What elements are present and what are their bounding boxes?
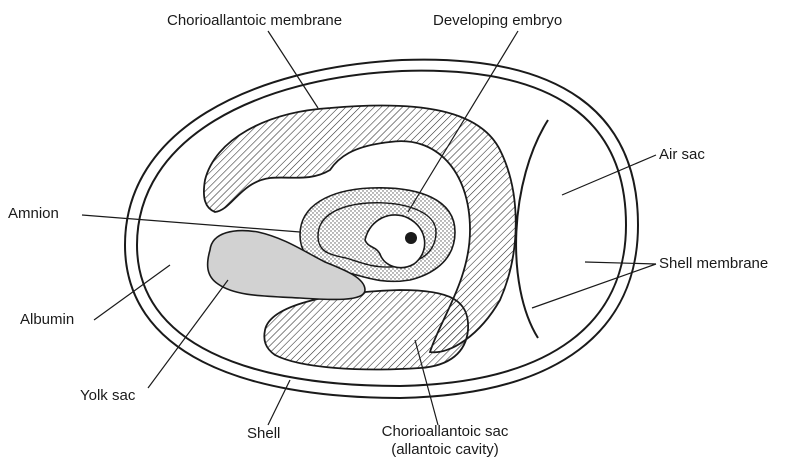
chorioallantoic-lower	[264, 290, 468, 369]
label-chorioallantoic-membrane: Chorioallantoic membrane	[167, 12, 342, 30]
leader-shell-membrane-1	[585, 262, 656, 264]
label-chorioallantoic-sac: Chorioallantoic sac (allantoic cavity)	[360, 423, 530, 459]
air-sac-boundary	[516, 120, 548, 338]
leader-chorioallantoic-membrane	[268, 31, 318, 108]
label-chorioallantoic-sac-line2: (allantoic cavity)	[360, 441, 530, 459]
leader-shell-membrane-2	[532, 264, 656, 308]
embryo-eye	[405, 232, 417, 244]
label-air-sac: Air sac	[659, 146, 705, 164]
label-yolk-sac: Yolk sac	[80, 387, 135, 405]
leader-yolk-sac	[148, 280, 228, 388]
label-albumin: Albumin	[20, 311, 74, 329]
leader-air-sac	[562, 155, 656, 195]
label-chorioallantoic-sac-line1: Chorioallantoic sac	[360, 423, 530, 441]
label-shell: Shell	[247, 425, 280, 443]
leader-amnion	[82, 215, 300, 232]
label-amnion: Amnion	[8, 205, 59, 223]
label-developing-embryo: Developing embryo	[433, 12, 562, 30]
label-shell-membrane: Shell membrane	[659, 255, 768, 273]
